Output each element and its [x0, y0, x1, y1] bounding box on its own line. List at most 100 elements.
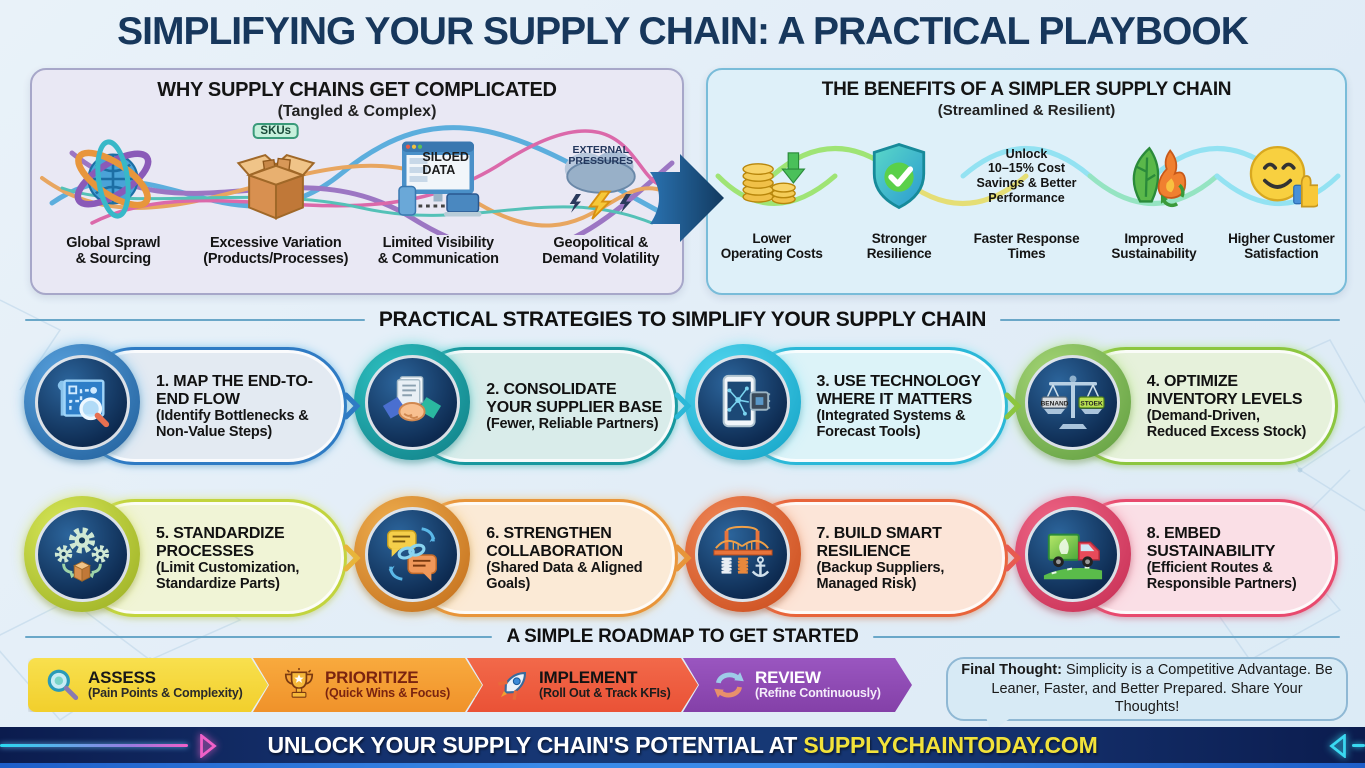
- external-pressures-label: EXTERNAL PRESSURES: [568, 144, 634, 168]
- benefit-highlight-text: Unlock 10–15% Cost Savings & Better Perf…: [976, 146, 1077, 205]
- cause-item-geopolitical: EXTERNAL PRESSURES: [520, 123, 683, 235]
- roadmap-step-implement: IMPLEMENT (Roll Out & Track KFIs): [467, 658, 698, 712]
- gears-box-icon: [54, 527, 110, 582]
- benefit-highlight-cell: Unlock 10–15% Cost Savings & Better Perf…: [963, 121, 1090, 231]
- benefit-label: Faster Response Times: [973, 231, 1080, 262]
- benefit-label: Lower Operating Costs: [720, 231, 823, 262]
- step-subtitle: (Refine Continuously): [755, 686, 881, 701]
- cause-label: Limited Visibility & Communication: [377, 235, 499, 268]
- neon-arrow-right-icon: [200, 734, 217, 758]
- benefit-item-resilience: [835, 121, 962, 231]
- neon-line-right: [1352, 744, 1365, 747]
- cycle-arrows-icon: [711, 667, 747, 703]
- map-magnifier-icon: [57, 379, 110, 428]
- final-thought-bubble: Final Thought: Simplicity is a Competiti…: [946, 657, 1348, 721]
- step-title: ASSESS: [88, 668, 156, 688]
- scale-left-label: BENAND: [1041, 401, 1069, 408]
- strategy-title: 8. EMBED SUSTAINABILITY: [1146, 525, 1276, 561]
- balance-scale-icon: BENAND STOEK: [1041, 375, 1105, 429]
- skus-box-icon: [236, 153, 316, 220]
- strategy-subtitle: (Limit Customization, Standardize Parts): [156, 559, 300, 592]
- strategy-subtitle: (Demand-Driven, Reduced Excess Stock): [1146, 407, 1307, 440]
- complicated-panel: WHY SUPPLY CHAINS GET COMPLICATED (Tangl…: [30, 68, 684, 295]
- chat-link-icon: [387, 527, 438, 582]
- benefits-title: THE BENEFITS OF A SIMPLER SUPPLY CHAIN: [821, 79, 1232, 100]
- step-subtitle: (Quick Wins & Focus): [325, 686, 451, 701]
- strategy-card-2: 2. CONSOLIDATE YOUR SUPPLIER BASE (Fewer…: [352, 336, 682, 478]
- footer-banner: UNLOCK YOUR SUPPLY CHAIN'S POTENTIAL AT …: [0, 727, 1365, 768]
- strategy-title: 2. CONSOLIDATE YOUR SUPPLIER BASE: [486, 381, 663, 417]
- benefit-label: Stronger Resilience: [866, 231, 932, 262]
- complicated-subtitle: (Tangled & Complex): [277, 103, 437, 120]
- strategy-card-8: 8. EMBED SUSTAINABILITY (Efficient Route…: [1013, 488, 1343, 630]
- final-thought-label: Final Thought:: [961, 662, 1062, 679]
- cause-item-limited-visibility: SILOED DATA: [357, 123, 520, 235]
- benefit-label: Improved Sustainability: [1111, 231, 1197, 262]
- footer-prefix: UNLOCK YOUR SUPPLY CHAIN'S POTENTIAL AT: [267, 731, 804, 758]
- page-title: SIMPLIFYING YOUR SUPPLY CHAIN: A PRACTIC…: [117, 10, 1249, 53]
- roadmap-step-review: REVIEW (Refine Continuously): [683, 658, 912, 712]
- connector-arrow-icon: [674, 392, 692, 420]
- complicated-title: WHY SUPPLY CHAINS GET COMPLICATED: [157, 79, 557, 101]
- divider-line: [25, 636, 493, 638]
- storm-cloud-icon: [564, 151, 636, 220]
- strategy-card-1: 1. MAP THE END-TO-END FLOW (Identify Bot…: [22, 336, 352, 478]
- strategy-card-6: 6. STRENGTHEN COLLABORATION (Shared Data…: [352, 488, 682, 630]
- benefit-item-sustainability: [1090, 121, 1217, 231]
- cause-label: Geopolitical & Demand Volatility: [542, 235, 660, 268]
- final-thought-text: Final Thought: Simplicity is a Competiti…: [961, 662, 1333, 716]
- strategy-subtitle: (Shared Data & Aligned Goals): [486, 559, 643, 592]
- coins-savings-icon: [742, 152, 806, 205]
- benefits-subtitle: (Streamlined & Resilient): [937, 102, 1116, 119]
- benefit-item-satisfaction: [1218, 121, 1345, 231]
- roadmap-step-assess: ASSESS (Pain Points & Complexity): [28, 658, 268, 712]
- cause-item-global-sprawl: [32, 123, 195, 235]
- connector-arrow-icon: [343, 392, 361, 420]
- cause-label: Global Sprawl & Sourcing: [66, 235, 161, 268]
- neon-line-left: [0, 744, 188, 747]
- strategy-subtitle: (Identify Bottlenecks & Non-Value Steps): [156, 407, 309, 440]
- benefit-item-lower-costs: [708, 121, 835, 231]
- strategy-title: 7. BUILD SMART RESILIENCE: [816, 525, 942, 561]
- cause-label: Excessive Variation (Products/Processes): [203, 235, 349, 268]
- strategies-section-header: PRACTICAL STRATEGIES TO SIMPLIFY YOUR SU…: [25, 308, 1341, 332]
- strategy-title: 6. STRENGTHEN COLLABORATION: [486, 525, 623, 561]
- smiley-thumbs-up-icon: [1250, 145, 1319, 208]
- magnifier-icon: [44, 667, 80, 703]
- handshake-icon: [383, 376, 442, 422]
- connector-arrow-icon: [343, 544, 361, 572]
- step-subtitle: (Roll Out & Track KFIs): [539, 686, 671, 701]
- trophy-icon: [281, 667, 317, 703]
- divider-line: [1000, 319, 1341, 321]
- shield-check-icon: [872, 143, 926, 210]
- strategy-circle: [24, 344, 140, 460]
- step-title: REVIEW: [755, 668, 821, 688]
- strategy-title: 4. OPTIMIZE INVENTORY LEVELS: [1146, 373, 1303, 409]
- footer-brand-link[interactable]: SUPPLYCHAINTODAY.COM: [803, 731, 1098, 758]
- footer-text: UNLOCK YOUR SUPPLY CHAIN'S POTENTIAL AT …: [0, 727, 1365, 763]
- strategy-subtitle: (Backup Suppliers, Managed Risk): [816, 559, 945, 592]
- bridge-anchor-icon: [712, 525, 773, 578]
- connector-arrow-icon: [674, 544, 692, 572]
- roadmap-title: A SIMPLE ROADMAP TO GET STARTED: [506, 626, 859, 647]
- divider-line: [872, 636, 1341, 638]
- strategy-card-5: 5. STANDARDIZE PROCESSES (Limit Customiz…: [22, 488, 352, 630]
- strategy-card-4: BENAND STOEK 4. OPTIMIZE INVENTORY LEVEL…: [1013, 336, 1343, 478]
- rocket-icon: [495, 667, 531, 703]
- benefit-label: Higher Customer Satisfaction: [1228, 231, 1335, 262]
- divider-line: [25, 319, 365, 321]
- transition-arrow-icon: [650, 154, 724, 242]
- strategies-row-2: 5. STANDARDIZE PROCESSES (Limit Customiz…: [22, 488, 1343, 630]
- step-subtitle: (Pain Points & Complexity): [88, 686, 243, 701]
- neon-arrow-left-icon: [1329, 734, 1346, 758]
- green-truck-icon: [1043, 533, 1102, 580]
- tablet-chip-icon: [722, 374, 770, 428]
- strategy-subtitle: (Fewer, Reliable Partners): [486, 415, 659, 432]
- strategy-card-3: 3. USE TECHNOLOGY WHERE IT MATTERS (Inte…: [683, 336, 1013, 478]
- roadmap-step-prioritize: PRIORITIZE (Quick Wins & Focus): [253, 658, 482, 712]
- roadmap-steps: ASSESS (Pain Points & Complexity) PRIORI…: [28, 658, 912, 712]
- strategy-card-7: 7. BUILD SMART RESILIENCE (Backup Suppli…: [683, 488, 1013, 630]
- step-title: IMPLEMENT: [539, 668, 638, 688]
- strategy-title: 5. STANDARDIZE PROCESSES: [156, 525, 285, 561]
